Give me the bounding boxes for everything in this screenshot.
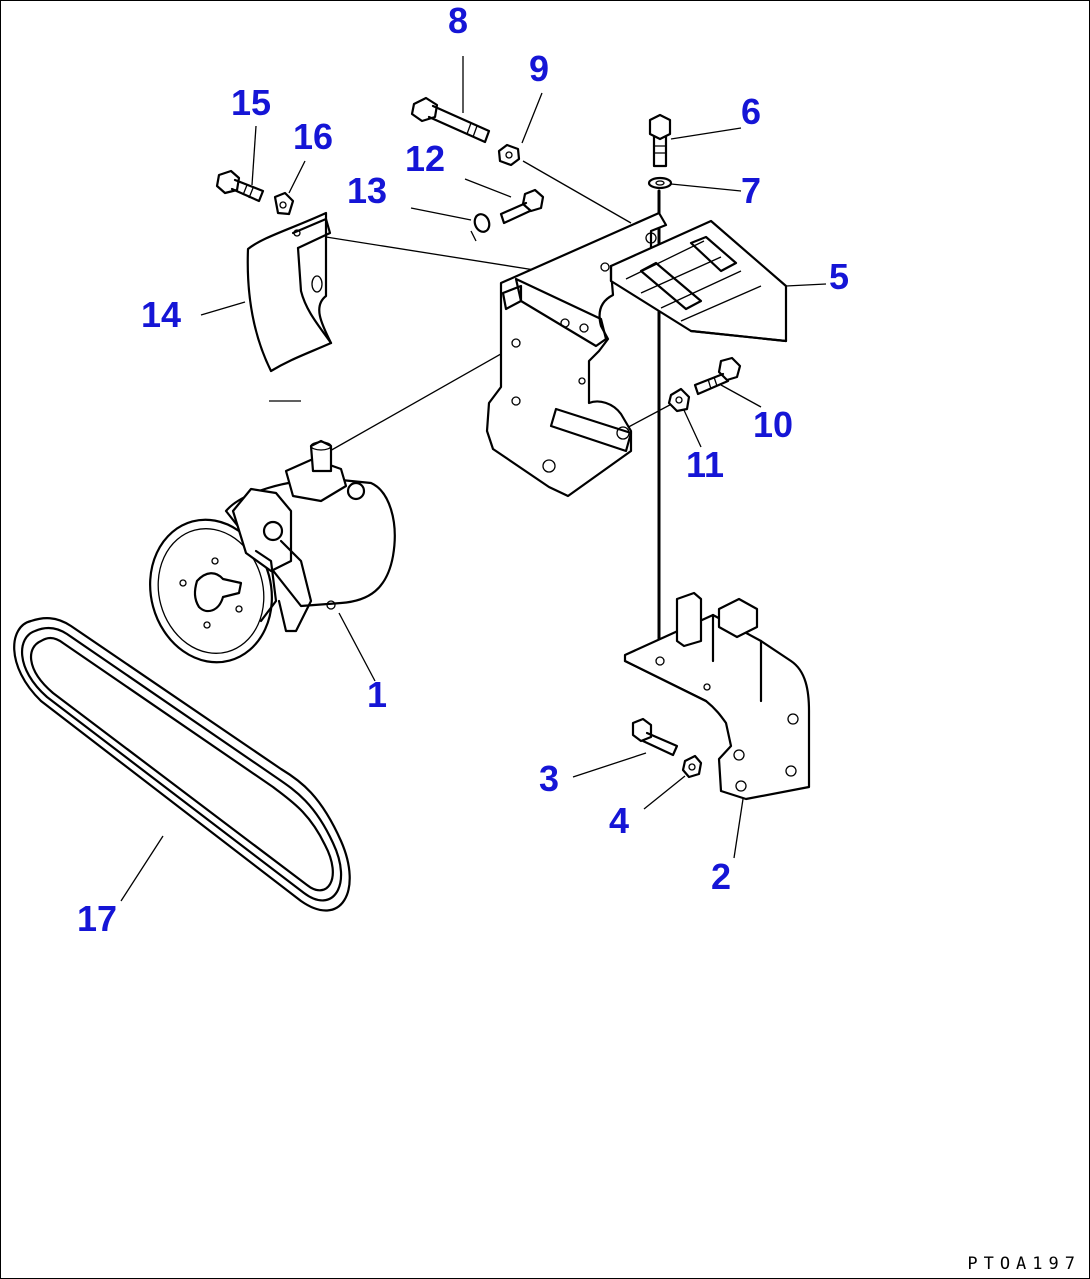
callout-5: 5 (829, 256, 850, 297)
callout-14: 14 (141, 294, 182, 335)
part-9-nut (497, 143, 521, 167)
callout-6: 6 (741, 91, 762, 132)
callout-3: 3 (539, 758, 560, 799)
callout-17: 17 (77, 898, 118, 939)
callout-11: 11 (686, 444, 725, 485)
part-5-bracket (485, 211, 788, 498)
part-13-washer (470, 213, 491, 242)
part-11-washer (667, 387, 691, 413)
callout-10: 10 (753, 404, 794, 445)
part-17-v-belt (13, 617, 351, 912)
part-12-bolt (499, 188, 545, 225)
callout-15: 15 (231, 82, 272, 123)
leader-lines (120, 56, 827, 902)
part-1-compressor (149, 439, 396, 664)
callout-7: 7 (741, 170, 762, 211)
callout-1: 1 (367, 674, 388, 715)
callout-13: 13 (347, 170, 388, 211)
callout-2: 2 (711, 856, 732, 897)
callout-16: 16 (293, 116, 334, 157)
part-2-bracket (623, 591, 811, 801)
part-7-washer (647, 176, 673, 190)
part-14-belt-cover (246, 211, 333, 373)
part-6-bolt (648, 113, 672, 168)
part-4-washer (681, 754, 703, 779)
part-16-washer (273, 191, 295, 216)
drawing-code: PTOA197 (967, 1254, 1081, 1274)
callout-9: 9 (529, 48, 550, 89)
part-15-bolt (215, 169, 265, 203)
callout-4: 4 (609, 800, 630, 841)
callout-8: 8 (448, 0, 469, 41)
part-3-bolt (631, 717, 679, 757)
part-8-long-bolt (410, 96, 491, 144)
part-10-bolt (693, 356, 742, 396)
callout-12: 12 (405, 138, 446, 179)
